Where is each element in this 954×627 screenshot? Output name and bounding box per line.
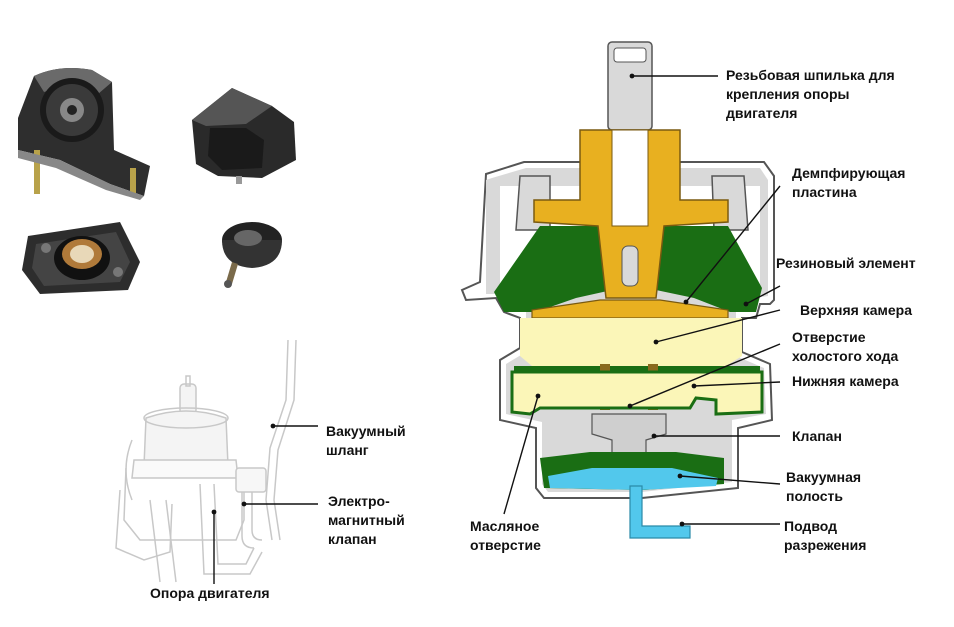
sketch-leaders [211, 423, 318, 584]
label-valve: Клапан [792, 428, 842, 444]
upper-chamber [520, 318, 742, 366]
mount-photo-2 [192, 88, 296, 184]
label-damping-plate: Демпфирующая пластина [792, 165, 909, 200]
lower-chamber [510, 370, 764, 416]
label-idle-orifice: Отверстие холостого хода [792, 329, 899, 364]
label-oil-orifice: Масляное отверстие [470, 518, 543, 553]
label-lower-chamber: Нижняя камера [792, 373, 899, 389]
vacuum-inlet-tube [629, 485, 691, 539]
outer-housing [460, 161, 775, 499]
mount-photo-1 [18, 68, 150, 200]
engine-mount-sketch [115, 339, 297, 583]
label-vacuum-inlet: Подвод разрежения [784, 518, 866, 553]
label-vacuum-cavity: Вакуумная полость [786, 469, 865, 504]
label-upper-chamber: Верхняя камера [800, 302, 912, 318]
label-engine-mount: Опора двигателя [150, 585, 270, 601]
rubber-element-right [656, 226, 762, 312]
label-vacuum-hose: Вакуумный шланг [326, 423, 410, 458]
rubber-element-left [494, 226, 612, 312]
mount-photo-3 [22, 222, 140, 294]
cross-section [460, 41, 775, 539]
label-rubber-element: Резиновый элемент [776, 255, 916, 271]
label-solenoid-valve: Электро- магнитный клапан [328, 493, 409, 547]
label-threaded-stud: Резьбовая шпилька для крепления опоры дв… [726, 67, 899, 121]
section-leaders [503, 73, 781, 527]
mount-photo-4 [222, 222, 282, 288]
